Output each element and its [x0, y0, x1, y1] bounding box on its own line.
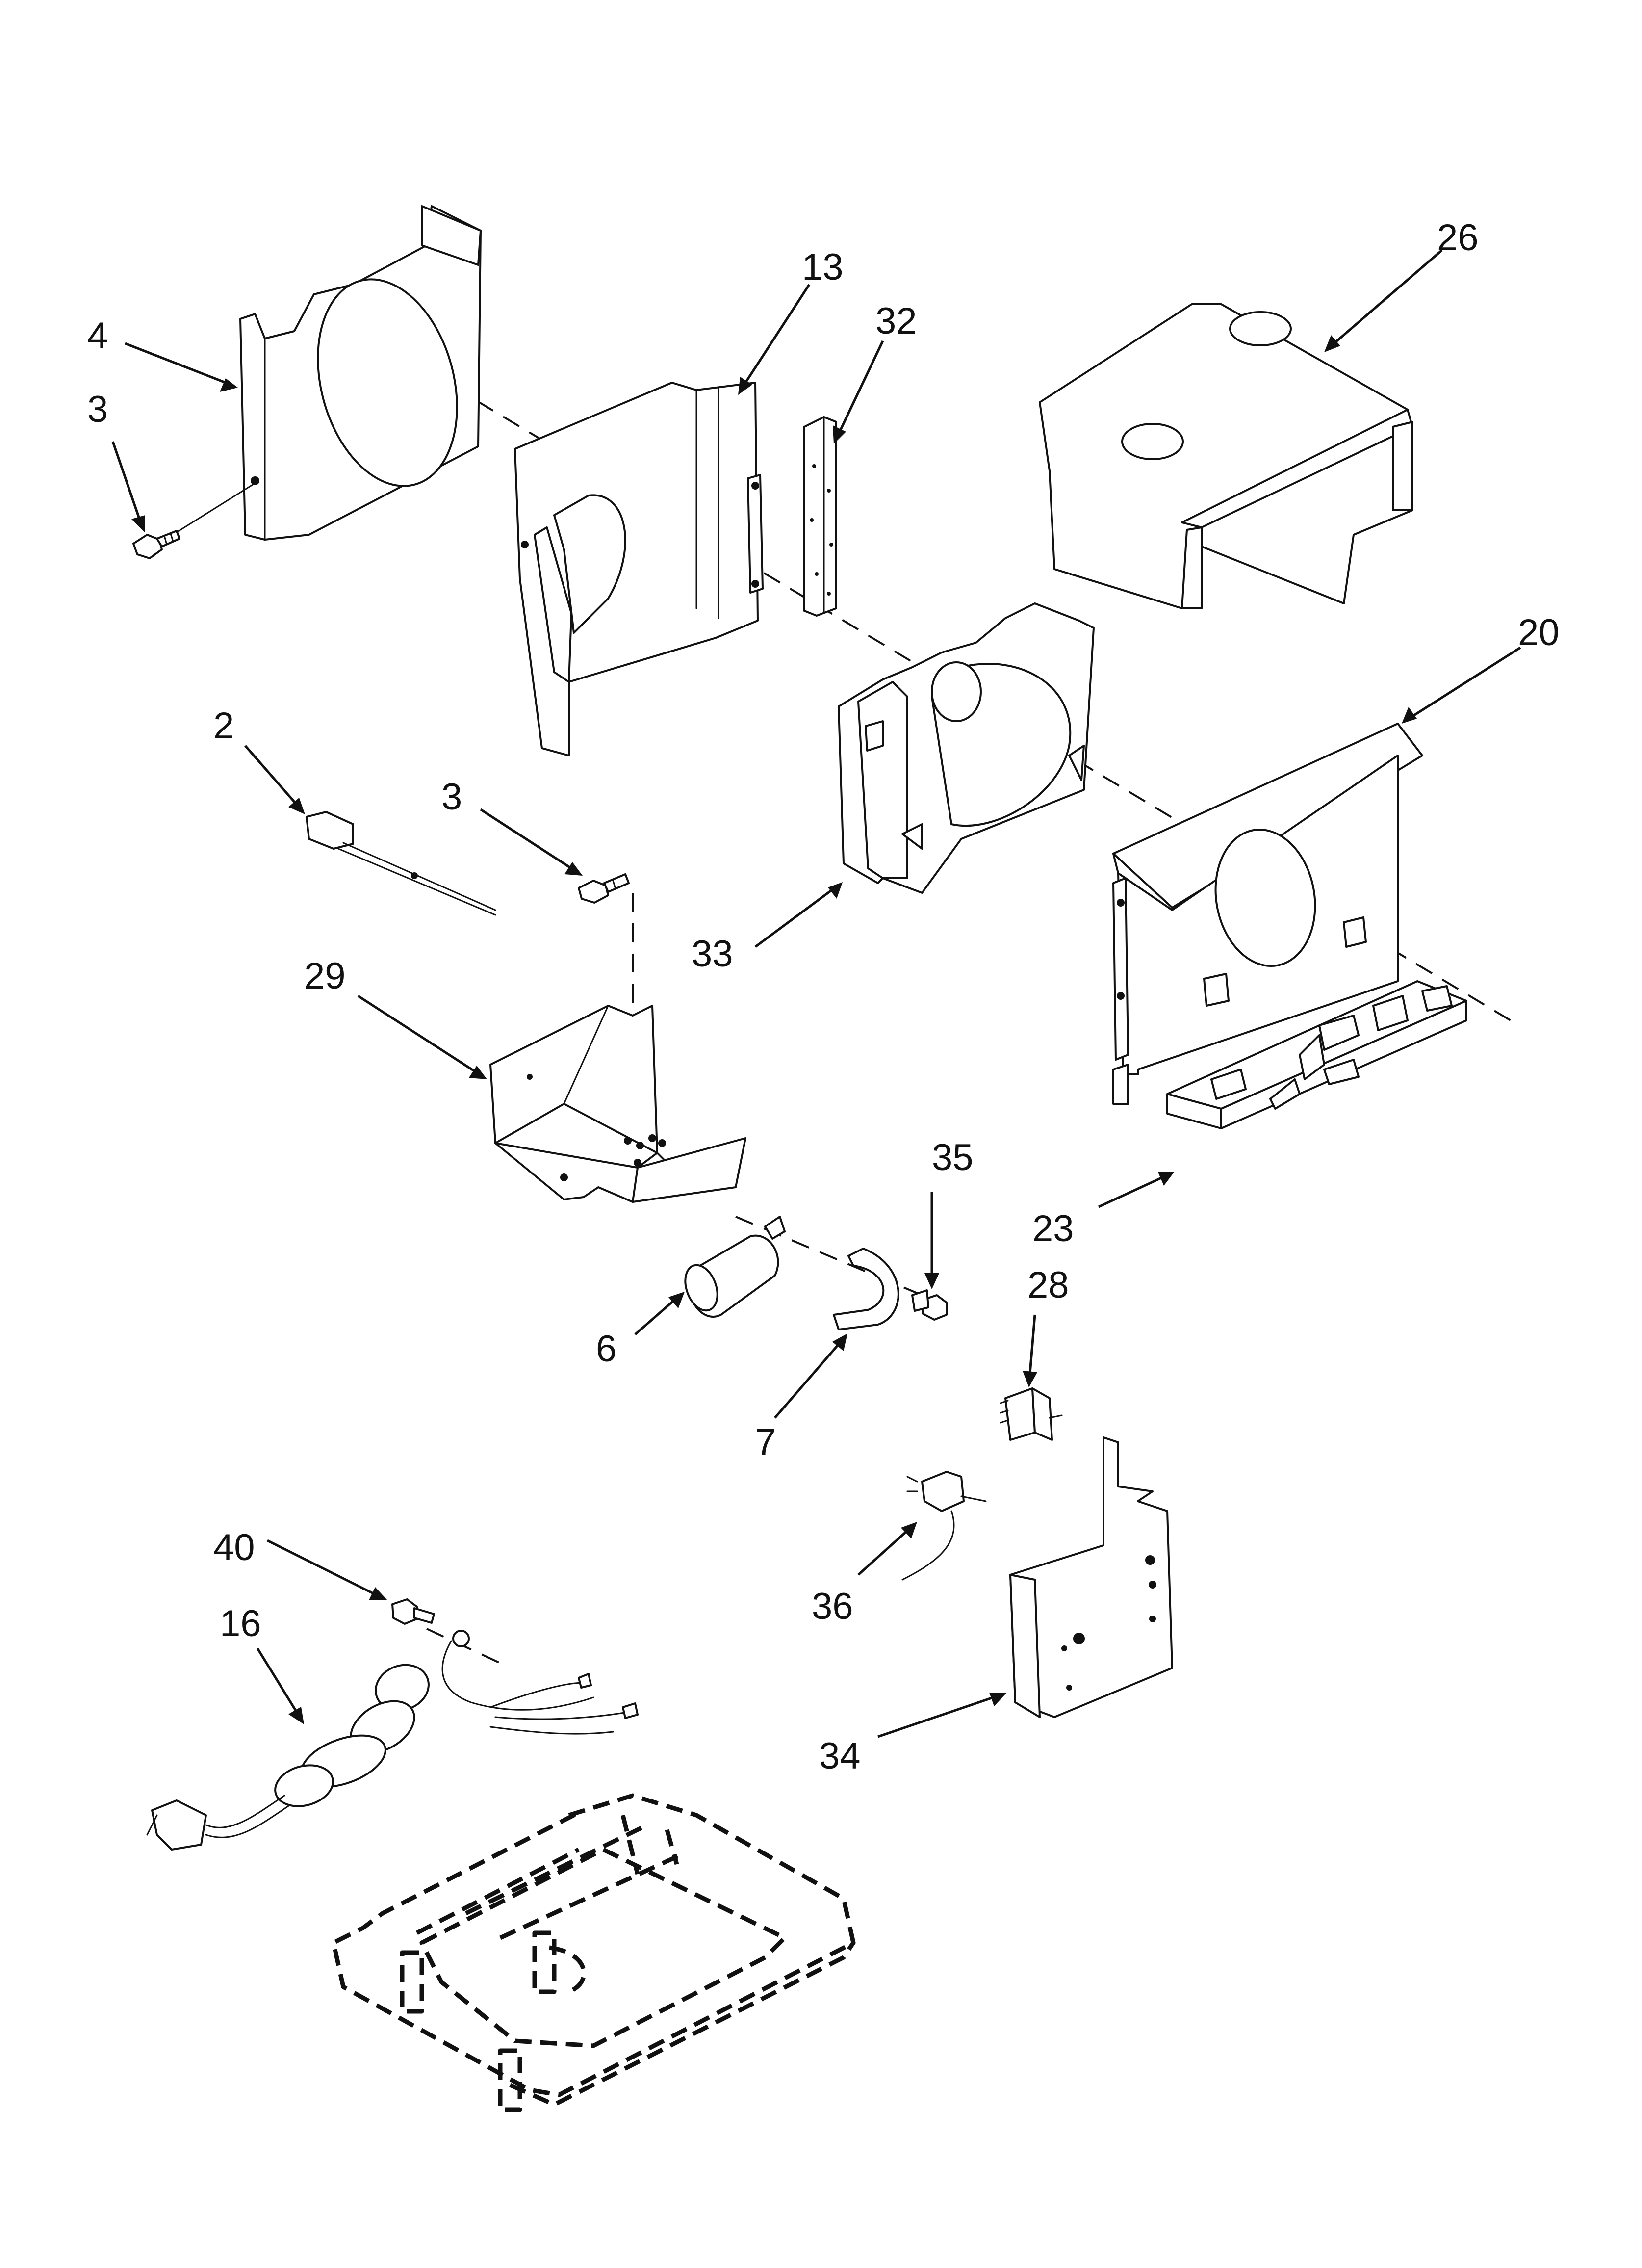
base-pan-dashed — [331, 1793, 856, 2112]
callout-7: 7 — [755, 1421, 776, 1463]
leader-lines — [111, 249, 1521, 1738]
part-3-screw-top — [132, 530, 180, 559]
callout-23: 23 — [1032, 1208, 1074, 1250]
callout-3-middle: 3 — [441, 776, 462, 818]
callout-29: 29 — [304, 955, 346, 997]
part-3-screw-middle — [578, 873, 630, 904]
part-34-control-panel — [1009, 1436, 1173, 1718]
part-28-switch — [1000, 1387, 1063, 1441]
part-13-shroud — [514, 382, 764, 756]
callout-28: 28 — [1027, 1264, 1069, 1306]
part-26-cover — [1039, 303, 1413, 609]
part-35-screw — [911, 1289, 948, 1321]
callout-13: 13 — [802, 246, 844, 288]
part-16-wire-harness — [146, 1630, 639, 1851]
part-32-foam-strip — [803, 416, 837, 617]
callout-labels: 4 3 13 32 26 20 2 3 29 33 35 23 28 6 7 4… — [87, 217, 1560, 1777]
part-7-strap — [833, 1248, 899, 1330]
part-20-partition — [1112, 723, 1423, 1105]
callout-35: 35 — [932, 1137, 974, 1178]
callout-32: 32 — [875, 300, 917, 342]
part-40-ground-screw — [391, 1598, 435, 1625]
callout-34: 34 — [819, 1735, 861, 1777]
callout-36: 36 — [812, 1586, 853, 1627]
callout-20: 20 — [1518, 612, 1560, 653]
part-2-sensor — [306, 811, 496, 916]
callout-6: 6 — [596, 1328, 616, 1370]
part-23-base-track — [1166, 980, 1467, 1129]
part-6-capacitor — [684, 1216, 786, 1318]
callout-3-top: 3 — [87, 389, 108, 430]
callout-33: 33 — [692, 933, 733, 975]
callout-16: 16 — [220, 1603, 261, 1644]
part-4-panel — [239, 205, 482, 541]
callout-40: 40 — [213, 1527, 255, 1568]
callout-26: 26 — [1437, 217, 1479, 259]
part-29-control-bracket — [489, 1005, 746, 1203]
callout-4: 4 — [87, 315, 108, 357]
part-33-scroll-housing — [838, 602, 1095, 894]
callout-2: 2 — [213, 705, 234, 747]
part-36-thermostat — [901, 1471, 987, 1581]
